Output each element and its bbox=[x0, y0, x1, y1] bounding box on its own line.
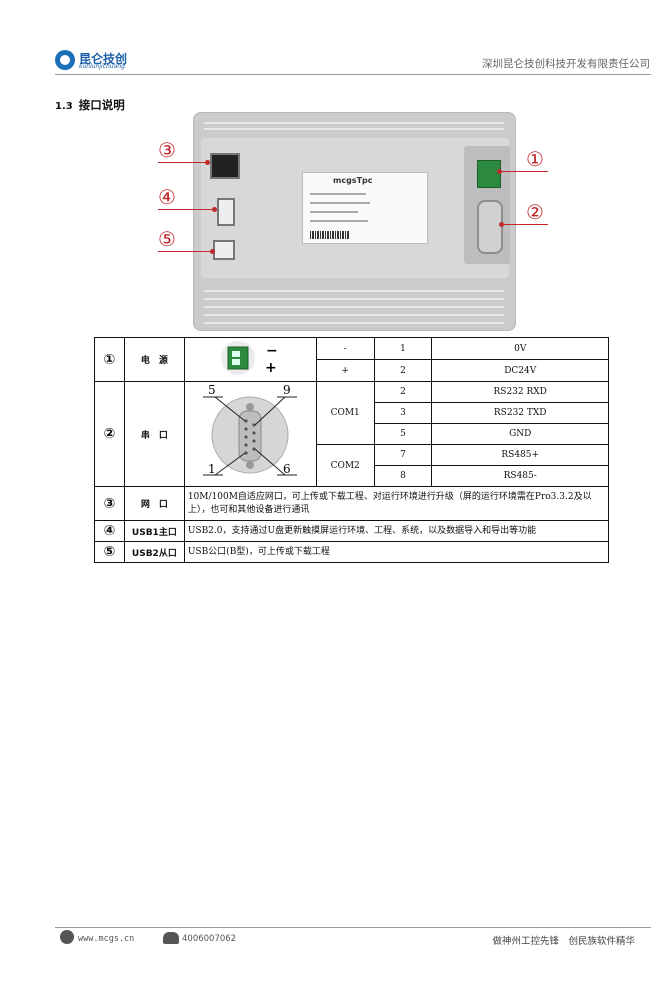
company-logo-icon bbox=[55, 50, 75, 70]
pin-cell: 3 bbox=[373, 402, 433, 424]
table-row: ③ 网 口 10M/100M自适应网口，可上传或下载工程、对运行环境进行升级（屏… bbox=[94, 486, 610, 521]
signal-cell: RS485+ bbox=[431, 444, 609, 466]
row-description: USB公口(B型)，可上传或下载工程 bbox=[183, 541, 610, 563]
com-group-cell: COM1 bbox=[315, 381, 375, 445]
power-connector-cell: − + bbox=[183, 337, 317, 382]
row-name: USB1主口 bbox=[123, 520, 185, 542]
usb-a-port bbox=[217, 198, 235, 226]
footer-website[interactable]: www.mcgs.cn bbox=[78, 934, 135, 944]
db9-pinout-diagram: 5 9 1 6 bbox=[203, 383, 298, 476]
vent-line bbox=[204, 122, 504, 124]
table-row: ② 串 口 5 9 1 6 bbox=[94, 381, 609, 487]
minus-label: − bbox=[266, 343, 278, 359]
callout-line bbox=[499, 171, 548, 172]
row-index: ② bbox=[94, 381, 125, 487]
vent-line bbox=[204, 322, 504, 324]
header-divider bbox=[55, 74, 651, 75]
pin-cell: 7 bbox=[373, 444, 433, 466]
signal-cell: GND bbox=[431, 423, 609, 445]
callout-line bbox=[158, 251, 212, 252]
callout-dot bbox=[499, 222, 504, 227]
vent-line bbox=[204, 306, 504, 308]
logo-text-cn: 昆仑技创 bbox=[79, 52, 128, 66]
vent-line bbox=[204, 298, 504, 300]
vent-line bbox=[204, 290, 504, 292]
row-index: ④ bbox=[94, 520, 125, 542]
signal-cell: RS485- bbox=[431, 465, 609, 487]
pin-cell: 8 bbox=[373, 465, 433, 487]
row-name: USB2从口 bbox=[123, 541, 185, 563]
sign-cell: - bbox=[315, 337, 375, 360]
power-terminal bbox=[477, 160, 501, 188]
row-name: 电 源 bbox=[123, 337, 185, 382]
table-row: + 2 DC24V bbox=[95, 359, 609, 382]
sign-cell: + bbox=[315, 359, 375, 382]
pin-label-6: 6 bbox=[283, 462, 291, 476]
table-row: 8 RS485- bbox=[95, 465, 609, 487]
section-heading: 1.3 接口说明 bbox=[55, 97, 125, 113]
row-name: 串 口 bbox=[123, 381, 185, 487]
table-row: COM2 7 RS485+ bbox=[95, 444, 609, 487]
com-group-cell: COM2 bbox=[315, 444, 375, 487]
plus-label: + bbox=[265, 360, 277, 376]
callout-dot bbox=[497, 169, 502, 174]
table-row: ⑤ USB2从口 USB公口(B型)，可上传或下载工程 bbox=[94, 541, 610, 563]
footer-divider bbox=[55, 927, 651, 928]
pin-label-5: 5 bbox=[208, 383, 216, 397]
row-index: ① bbox=[94, 337, 125, 382]
row-description: USB2.0，支持通过U盘更新触摸屏运行环境、工程、系统，以及数据导入和导出等功… bbox=[183, 520, 610, 542]
table-row: 3 RS232 TXD bbox=[95, 402, 609, 424]
callout-dot bbox=[212, 207, 217, 212]
vent-line bbox=[204, 128, 504, 130]
pin-cell: 1 bbox=[373, 337, 433, 360]
barcode-graphic bbox=[310, 231, 350, 239]
callout-line bbox=[158, 162, 208, 163]
callout-3: ③ bbox=[158, 138, 176, 162]
row-index: ⑤ bbox=[94, 541, 125, 563]
table-row: ① 电 源 − + - 1 0V bbox=[94, 337, 609, 382]
callout-dot bbox=[210, 249, 215, 254]
interface-spec-table: ① 电 源 − + - 1 0V + 2 DC24V ② 串 口 bbox=[94, 337, 610, 563]
row-description: 10M/100M自适应网口，可上传或下载工程、对运行环境进行升级（屏的运行环境需… bbox=[183, 486, 610, 521]
callout-5: ⑤ bbox=[158, 227, 176, 251]
vent-line bbox=[204, 314, 504, 316]
footer-phone: 4006007062 bbox=[182, 934, 237, 944]
callout-line bbox=[501, 224, 548, 225]
section-number: 1.3 bbox=[55, 101, 73, 112]
pin-label-9: 9 bbox=[283, 383, 291, 397]
db9-diagram-cell: 5 9 1 6 bbox=[183, 381, 317, 487]
power-connector-image: − + bbox=[221, 341, 278, 376]
pin-cell: 2 bbox=[373, 359, 433, 382]
footer-slogan: 做神州工控先锋 创民族软件精华 bbox=[492, 936, 635, 947]
phone-icon bbox=[163, 932, 179, 944]
pin-cell: 5 bbox=[373, 423, 433, 445]
sticker-brand: mcgsTpc bbox=[333, 176, 373, 185]
row-name: 网 口 bbox=[123, 486, 185, 521]
pin-cell: 2 bbox=[373, 381, 433, 403]
company-name: 深圳昆仑技创科技开发有限责任公司 bbox=[482, 58, 650, 70]
usb-b-port bbox=[213, 240, 235, 260]
db9-serial-port bbox=[477, 200, 503, 254]
callout-2: ② bbox=[526, 200, 544, 224]
globe-icon bbox=[60, 930, 74, 944]
signal-cell: RS232 TXD bbox=[431, 402, 609, 424]
callout-line bbox=[158, 209, 214, 210]
signal-cell: RS232 RXD bbox=[431, 381, 609, 403]
callout-1: ① bbox=[526, 147, 544, 171]
signal-cell: 0V bbox=[431, 337, 609, 360]
row-index: ③ bbox=[94, 486, 125, 521]
callout-4: ④ bbox=[158, 185, 176, 209]
signal-cell: DC24V bbox=[431, 359, 609, 382]
product-label-sticker: mcgsTpc bbox=[302, 172, 428, 244]
section-title: 接口说明 bbox=[78, 98, 125, 112]
callout-dot bbox=[205, 160, 210, 165]
table-row: ④ USB1主口 USB2.0，支持通过U盘更新触摸屏运行环境、工程、系统，以及… bbox=[94, 520, 610, 542]
pin-label-1: 1 bbox=[208, 462, 216, 476]
logo-text-en: kunlunjichuang bbox=[79, 63, 125, 70]
ethernet-port bbox=[210, 153, 240, 179]
